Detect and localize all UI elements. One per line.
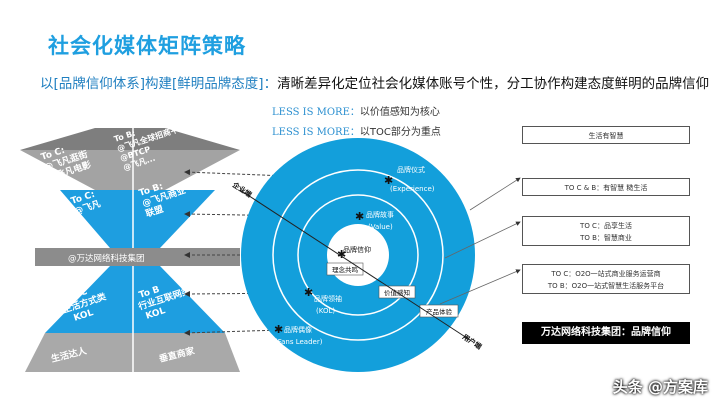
subtitle-prefix: 以[品牌信仰体系]构建[鲜明品牌态度]： xyxy=(40,76,278,92)
right-box-text: TO C：O2O一站式商业服务运营商 xyxy=(551,270,661,278)
pyramid-top-band xyxy=(20,150,240,190)
arrow-to-box4 xyxy=(439,269,521,305)
label-user: 用户端 xyxy=(461,332,484,351)
less-line-2: LESS IS MORE：以TOC部分为重点 xyxy=(272,123,441,138)
circle-ring3 xyxy=(297,194,419,316)
tag-core: 理念共鸣 xyxy=(332,265,359,274)
right-box-text: 万达网络科技集团：品牌信仰 xyxy=(541,327,671,338)
pyramid-top-cap xyxy=(20,128,240,150)
less-lead: LESS IS MORE： xyxy=(272,107,360,118)
less-line-1: LESS IS MORE：以价值感知为核心 xyxy=(272,103,440,118)
ring5-name: 品牌偶像 xyxy=(284,325,312,334)
arrow-to-box2 xyxy=(469,177,521,211)
ring2-en: (Value) xyxy=(368,223,393,231)
ring2-name: 品牌故事 xyxy=(366,210,394,219)
pyramid-low-left-text: To C 生活方式类 KOL xyxy=(58,281,114,326)
page-title: 社会化媒体矩阵策略 xyxy=(48,34,246,58)
hourglass-pyramid: To C: @飞凡逛街 @飞凡电影 To B: @飞凡全球招商平 @BTCP @… xyxy=(20,124,240,372)
star-ring3-icon: ✱ xyxy=(337,248,346,261)
ring4-name: 品牌领袖 xyxy=(314,294,342,303)
right-box-text: TO B：O2O一站式智慧生活服务平台 xyxy=(547,282,665,290)
right-box-1: 生活有智慧 xyxy=(522,126,690,144)
star-ring2-icon: ✱ xyxy=(355,210,364,223)
right-box-text: TO C：品享生活 xyxy=(580,222,632,230)
ring1-name: 品牌仪式 xyxy=(397,165,425,174)
label-enterprise: 企业端 xyxy=(230,180,253,200)
right-box-3: TO C：品享生活 TO B：智慧商业 xyxy=(522,216,690,246)
subtitle-rest: 清晰差异化定位社会化媒体账号个性，分工协作构建态度鲜明的品牌信仰 xyxy=(277,76,710,92)
axis-line xyxy=(239,189,471,341)
pyramid-lower-funnel xyxy=(45,266,225,333)
concentric-circles xyxy=(241,138,475,372)
tag-core-box xyxy=(326,262,364,276)
star-ring4-icon: ✱ xyxy=(304,286,313,299)
ring3-name: 品牌信仰 xyxy=(343,245,371,254)
tag-product: 产品体验 xyxy=(426,307,453,316)
star-ring1-icon: ✱ xyxy=(384,174,393,187)
subtitle: 以[品牌信仰体系]构建[鲜明品牌态度]：清晰差异化定位社会化媒体账号个性，分工协… xyxy=(40,72,709,92)
right-box-4: TO C：O2O一站式商业服务运营商 TO B：O2O一站式智慧生活服务平台 xyxy=(522,264,690,294)
less-desc: 以TOC部分为重点 xyxy=(359,127,441,138)
right-box-text: 生活有智慧 xyxy=(588,132,624,140)
less-lead: LESS IS MORE： xyxy=(272,127,360,138)
watermark: 头条 @方案库 xyxy=(612,378,708,396)
less-desc: 以价值感知为核心 xyxy=(359,107,440,118)
pyramid-center-label: @万达网络科技集团 xyxy=(68,253,145,264)
right-box-text: TO B：智慧商业 xyxy=(580,234,632,242)
star-ring5-icon: ✱ xyxy=(274,323,283,336)
right-box-text: TO C & B：有智慧 糙生活 xyxy=(564,184,648,192)
ring4-en: (KOL) xyxy=(316,307,335,315)
pyramid-upper-funnel xyxy=(60,190,215,248)
ring5-en: (Fans Leader) xyxy=(275,338,323,346)
circle-ring2 xyxy=(272,169,444,341)
right-box-2: TO C & B：有智慧 糙生活 xyxy=(522,178,690,196)
right-box-5: 万达网络科技集团：品牌信仰 xyxy=(522,322,690,344)
arrow-to-box3 xyxy=(444,221,521,259)
arrow-ring5-to-pyramid xyxy=(184,329,281,336)
ring1-en: (Experience) xyxy=(390,185,435,193)
